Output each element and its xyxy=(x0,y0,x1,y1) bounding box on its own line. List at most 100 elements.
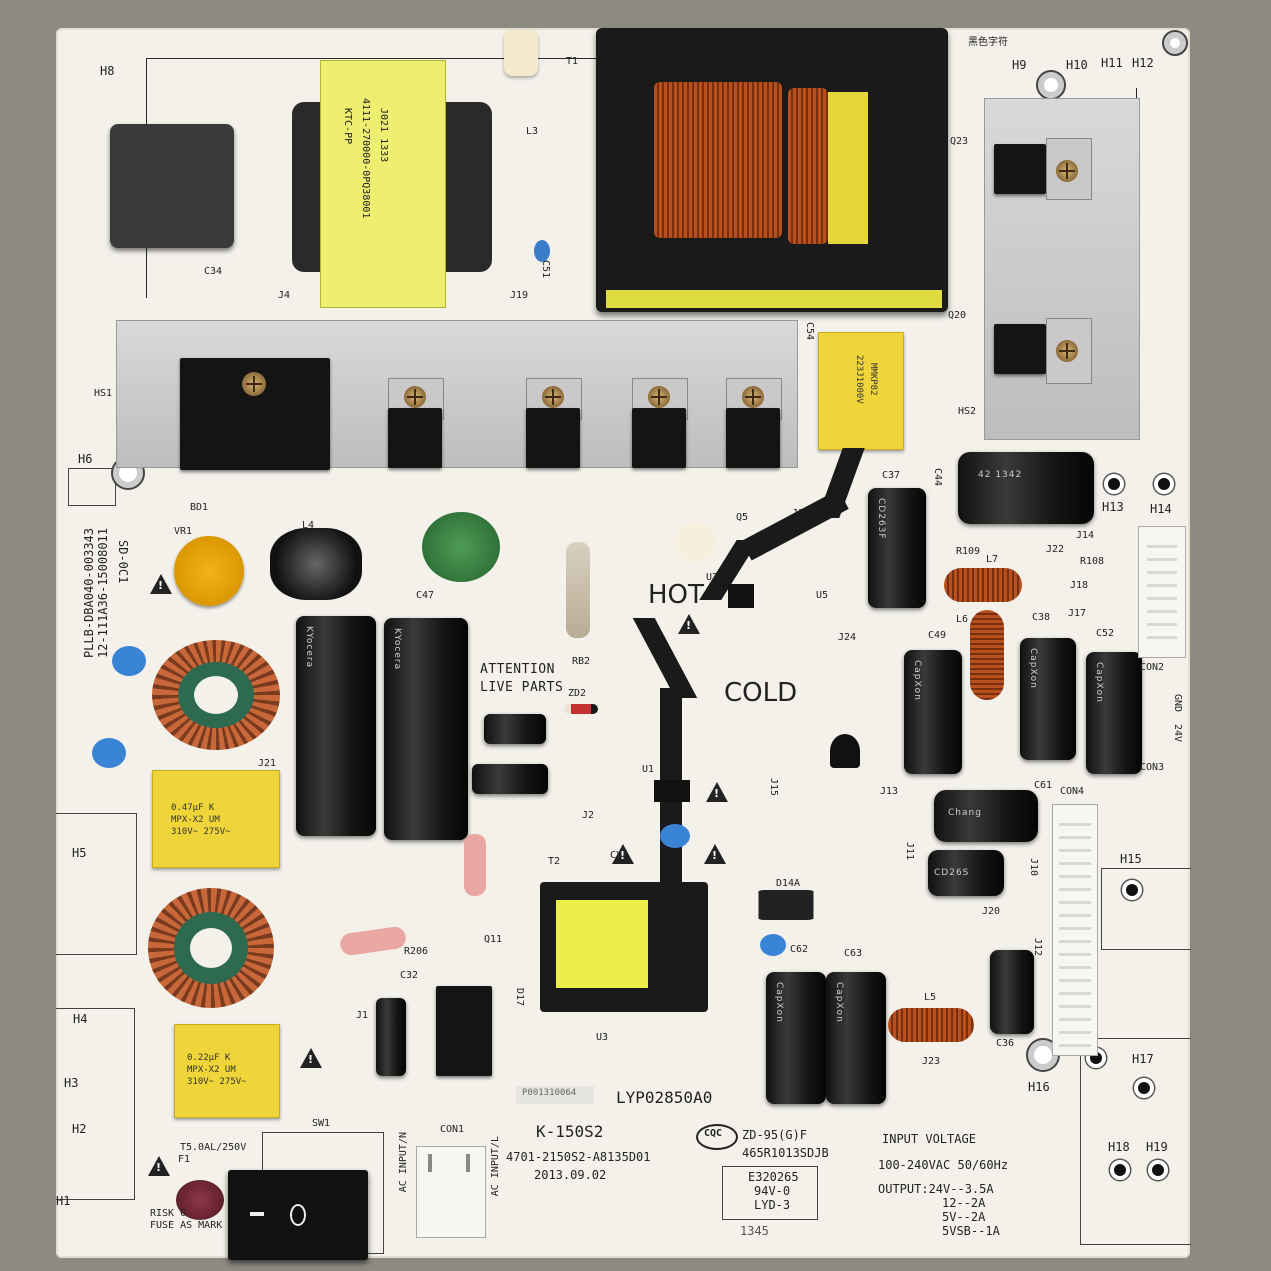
toroid-center xyxy=(194,676,238,714)
ac-input-n: AC INPUT/N xyxy=(398,1132,409,1193)
hole-label-h8: H8 xyxy=(100,64,115,78)
toroid-center xyxy=(190,928,232,968)
x-cap-022: 0.22μF K MPX-X2 UM 310V~ 275V~ xyxy=(174,1024,280,1118)
screw-m1 xyxy=(404,386,426,408)
transformer-t1-core xyxy=(320,60,446,308)
cap-c63: CapXon xyxy=(826,972,886,1104)
mount-hole-h13 xyxy=(1104,474,1124,494)
screw-m2 xyxy=(542,386,564,408)
hole-label-h13: H13 xyxy=(1102,500,1124,514)
pcb-board: 黑色字符 H8 H9 H10 H11 H12 H6 H7 H5 H4 H3 H2… xyxy=(56,28,1191,1260)
cap-c49: CapXon xyxy=(904,650,962,774)
hole-label-h9: H9 xyxy=(1012,58,1027,72)
silk-box-h17 xyxy=(1080,1038,1191,1245)
cap-c36 xyxy=(990,950,1034,1034)
bottom-code: 1345 xyxy=(740,1224,769,1238)
attention-label: ATTENTION xyxy=(480,662,555,677)
ac-pin xyxy=(428,1154,432,1172)
mount-hole-h14 xyxy=(1154,474,1174,494)
ref-zd2: ZD2 xyxy=(568,688,587,699)
ref-vr1: VR1 xyxy=(174,526,193,537)
main-transformer-base xyxy=(606,290,942,308)
small-cap-2 xyxy=(472,764,548,794)
ref-c47: C47 xyxy=(416,590,435,601)
silk-line xyxy=(146,58,596,59)
hole-label-h12: H12 xyxy=(1132,56,1154,70)
transformer-label-1: KTC-PP xyxy=(342,108,353,145)
screw-m4 xyxy=(742,386,764,408)
ref-j10: J10 xyxy=(1028,858,1039,877)
spacer-h8 xyxy=(674,522,716,562)
connector-con4[interactable] xyxy=(1052,804,1098,1056)
sticker xyxy=(516,1086,594,1104)
mount-hole-h18 xyxy=(1110,1160,1130,1180)
ref-c49: C49 xyxy=(928,630,947,641)
date-code: 2013.09.02 xyxy=(534,1168,607,1182)
model-name: K-150S2 xyxy=(536,1122,604,1141)
ref-rb2: RB2 xyxy=(572,656,591,667)
ref-q5: Q5 xyxy=(736,512,749,523)
cap-cd263-horizontal: 42 1342 xyxy=(958,452,1094,524)
bulk-cap-2-label: KYocera xyxy=(392,628,402,671)
mosfet-q23 xyxy=(994,144,1046,194)
x-cap-022-line3: 310V~ 275V~ xyxy=(187,1077,247,1087)
mount-hole-h9 xyxy=(1036,70,1066,100)
ref-d17: D17 xyxy=(514,988,525,1007)
ref-r109: R109 xyxy=(956,546,981,557)
silk-box-h6 xyxy=(68,468,116,506)
mosfet-1 xyxy=(388,408,442,468)
sticker-text: P001310064 xyxy=(522,1088,577,1098)
blue-cap-c51 xyxy=(534,240,550,262)
ref-con4: CON4 xyxy=(1060,786,1085,797)
cap-cd263h-label: 42 1342 xyxy=(978,470,1023,480)
input-range: 100-240VAC 50/60Hz xyxy=(878,1158,1009,1172)
optocoupler-u1 xyxy=(654,780,690,802)
zd-code: ZD-95(G)F xyxy=(742,1128,808,1142)
ref-t2: T2 xyxy=(548,856,561,867)
ref-j18: J18 xyxy=(1070,580,1089,591)
cap-cd26: CD26S xyxy=(928,850,1004,896)
ref-r206: R206 xyxy=(404,946,429,957)
ref-u1: U1 xyxy=(642,764,655,775)
hole-label-h4: H4 xyxy=(73,1012,88,1026)
screw-q23 xyxy=(1056,160,1078,182)
screw-bd1 xyxy=(242,372,266,396)
connector-pins xyxy=(1059,813,1091,1047)
fuse-f1 xyxy=(176,1180,224,1220)
v24-label: 24V xyxy=(1172,724,1183,743)
warning-icon xyxy=(300,1048,322,1068)
warning-icon xyxy=(612,844,634,864)
hole-label-h15: H15 xyxy=(1120,852,1142,866)
ref-j11: J11 xyxy=(904,842,915,861)
main-transformer-winding-1 xyxy=(654,82,782,238)
y-cap-blue-3 xyxy=(760,934,786,956)
ref-r108: R108 xyxy=(1080,556,1105,567)
switch-marker-off xyxy=(290,1204,306,1226)
x-cap-047-line3: 310V~ 275V~ xyxy=(171,827,231,837)
model-code: LYP02850A0 xyxy=(616,1088,713,1107)
transformer-t2-core xyxy=(556,900,648,988)
x-cap-022-line2: MPX-X2 UM xyxy=(187,1065,236,1075)
mount-hole-h19 xyxy=(1148,1160,1168,1180)
resistor-r206 xyxy=(338,925,408,957)
ref-u3: U3 xyxy=(596,1032,609,1043)
inductor-l7 xyxy=(944,568,1022,602)
side-code-1: PLLB-DBA040-003343 xyxy=(82,528,96,659)
connector-con1[interactable] xyxy=(416,1146,486,1238)
connector-con2[interactable] xyxy=(1138,526,1186,658)
bulk-cap-1: KYocera xyxy=(296,616,376,836)
hole-label-h6: H6 xyxy=(78,452,93,466)
risk-line-2: FUSE AS MARK xyxy=(150,1220,223,1231)
choke-l4 xyxy=(270,528,362,600)
ref-c51: C51 xyxy=(540,260,551,279)
cqc-logo xyxy=(696,1124,738,1150)
nylon-spacer xyxy=(504,30,538,76)
risk-line-1: RISK O xyxy=(150,1208,187,1219)
ref-c37: C37 xyxy=(882,470,901,481)
transistor-q11 xyxy=(436,986,492,1076)
cap-c61-label: Chang xyxy=(948,808,982,818)
ref-j4: J4 xyxy=(278,290,291,301)
con1-label: CON1 xyxy=(440,1124,465,1135)
mmkp-label-2: 223J1000V xyxy=(854,355,864,404)
hole-label-h10: H10 xyxy=(1066,58,1088,72)
